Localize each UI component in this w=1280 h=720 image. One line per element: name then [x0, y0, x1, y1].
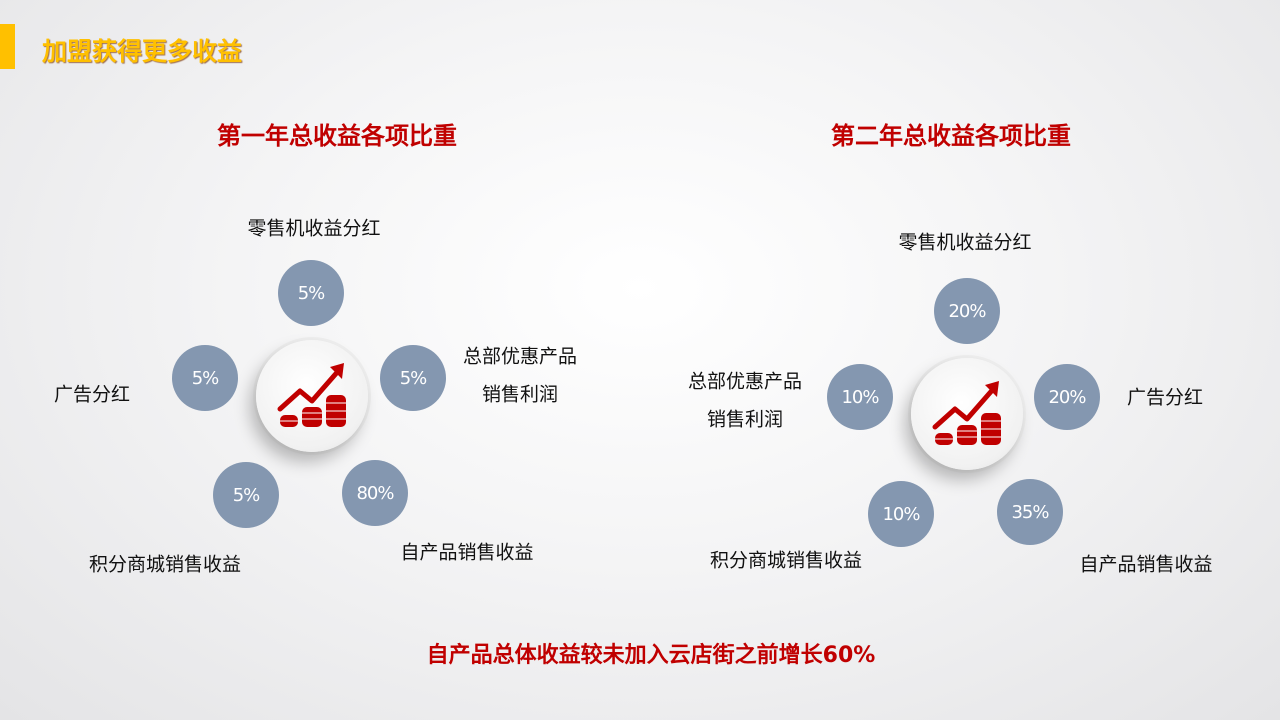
year1-ads-bubble: 5% — [172, 345, 238, 411]
page-title: 加盟获得更多收益 — [42, 37, 243, 66]
year2-ads-bubble: 20% — [1034, 364, 1100, 430]
year1-hq-bubble: 5% — [380, 345, 446, 411]
year1-vending-label: 零售机收益分红 — [247, 217, 381, 240]
growth-chart-coins-icon — [256, 340, 368, 452]
year1-hq-label: 总部优惠产品 — [462, 345, 578, 368]
growth-chart-coins-icon — [911, 358, 1023, 470]
year2-mall-bubble: 10% — [868, 481, 934, 547]
year1-ads-label: 广告分红 — [53, 383, 131, 406]
year2-hq-bubble: 10% — [827, 364, 893, 430]
title-accent-bar — [0, 24, 15, 69]
year2-own-label: 自产品销售收益 — [1079, 553, 1213, 576]
year2-title: 第二年总收益各项比重 — [831, 122, 1071, 150]
year1-title: 第一年总收益各项比重 — [217, 122, 457, 150]
year1-hq-label-2: 销售利润 — [481, 383, 559, 406]
year2-hq-label: 总部优惠产品 — [687, 370, 803, 393]
year2-vending-label: 零售机收益分红 — [898, 231, 1032, 254]
footer-note: 自产品总体收益较未加入云店街之前增长60% — [426, 643, 876, 668]
year1-vending-bubble: 5% — [278, 260, 344, 326]
year2-mall-label: 积分商城销售收益 — [709, 549, 863, 572]
year1-mall-bubble: 5% — [213, 462, 279, 528]
year1-own-label: 自产品销售收益 — [400, 541, 534, 564]
year2-own-bubble: 35% — [997, 479, 1063, 545]
year1-mall-label: 积分商城销售收益 — [88, 553, 242, 576]
year1-own-bubble: 80% — [342, 460, 408, 526]
year2-hq-label-2: 销售利润 — [706, 408, 784, 431]
year2-vending-bubble: 20% — [934, 278, 1000, 344]
year2-ads-label: 广告分红 — [1126, 386, 1204, 409]
